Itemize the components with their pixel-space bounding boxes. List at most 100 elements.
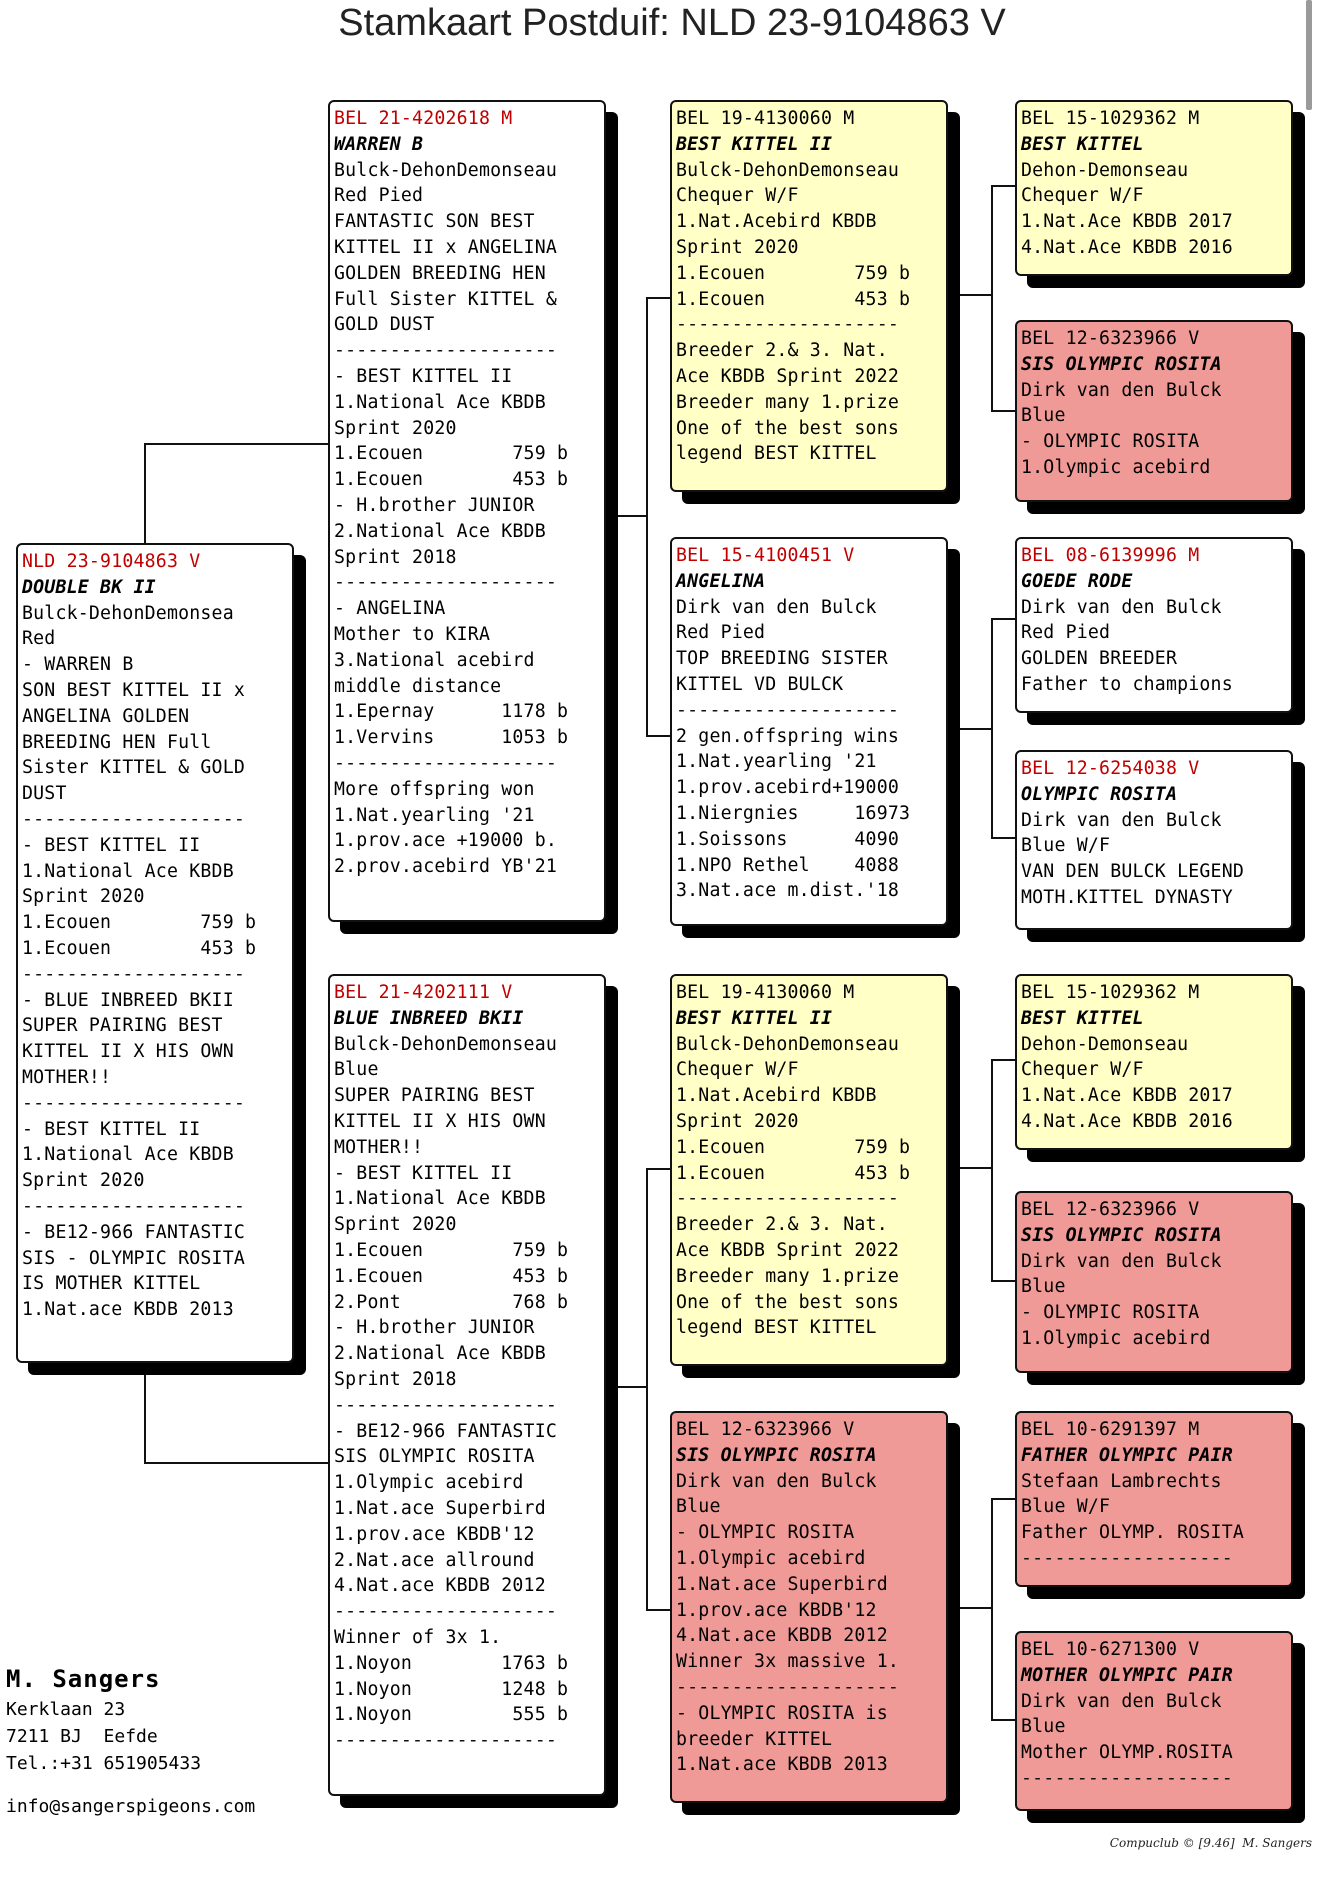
- pedigree-line: TOP BREEDING SISTER: [676, 648, 888, 670]
- pedigree-line: Sprint 2020: [676, 1110, 799, 1132]
- connector: [955, 294, 991, 296]
- dam-card[interactable]: BEL 21-4202111 V BLUE INBREED BKII Bulck-D…: [328, 974, 606, 1796]
- connector: [955, 728, 991, 730]
- ring-number: BEL 21-4202111 V: [334, 982, 513, 1003]
- pedigree-line: - BEST KITTEL II: [22, 1118, 201, 1140]
- pedigree-line: Winner of 3x 1.: [334, 1626, 502, 1648]
- dam-sire-card[interactable]: BEL 19-4130060 M BEST KITTEL II Bulck-Deho…: [670, 974, 948, 1366]
- pigeon-name: BEST KITTEL: [1021, 133, 1144, 155]
- pedigree-line: - OLYMPIC ROSITA: [676, 1522, 855, 1544]
- pedigree-line: More offspring won: [334, 778, 535, 800]
- pedigree-line: 1.Vervins 1053 b: [334, 727, 569, 749]
- separator-line: --------------------: [334, 340, 557, 362]
- ring-number: BEL 19-4130060 M: [676, 108, 855, 129]
- ring-number: BEL 15-4100451 V: [676, 545, 855, 566]
- connector: [991, 410, 1017, 412]
- pedigree-line: 1.Noyon 1763 b: [334, 1652, 569, 1674]
- ring-number: BEL 12-6323966 V: [1021, 328, 1200, 349]
- ring-number: NLD 23-9104863 V: [22, 551, 201, 572]
- pedigree-line: 1.Olympic acebird: [1021, 456, 1211, 478]
- pigeon-name: SIS OLYMPIC ROSITA: [676, 1444, 877, 1466]
- pedigree-line: legend BEST KITTEL: [676, 443, 877, 465]
- connector: [991, 1498, 993, 1721]
- connector: [991, 1280, 1017, 1282]
- owner-name: M. Sangers: [6, 1665, 161, 1693]
- connector: [144, 443, 146, 544]
- pedigree-line: - H.brother JUNIOR: [334, 494, 535, 516]
- pedigree-line: Mother to KIRA: [334, 623, 491, 645]
- sire-dam-card[interactable]: BEL 15-4100451 V ANGELINA Dirk van den Bul…: [670, 537, 948, 926]
- pigeon-name: GOEDE RODE: [1021, 570, 1133, 592]
- pedigree-line: SIS OLYMPIC ROSITA: [334, 1446, 535, 1468]
- pigeon-name: BLUE INBREED BKII: [334, 1007, 524, 1029]
- ring-number: BEL 19-4130060 M: [676, 982, 855, 1003]
- pedigree-line: Dirk van den Bulck: [676, 596, 877, 618]
- pedigree-line: 1.Nat.Ace KBDB 2017: [1021, 1085, 1233, 1107]
- pigeon-name: SIS OLYMPIC ROSITA: [1021, 353, 1222, 375]
- pedigree-line: Blue W/F: [1021, 1496, 1111, 1518]
- pedigree-line: 1.Ecouen 453 b: [334, 469, 569, 491]
- pedigree-line: 1.Nat.ace Superbird: [676, 1573, 888, 1595]
- pedigree-line: 4.Nat.ace KBDB 2012: [676, 1625, 888, 1647]
- pedigree-line: One of the best sons: [676, 1291, 899, 1313]
- pedigree-line: 2.prov.acebird YB'21: [334, 856, 557, 878]
- owner-postcode: 7211 BJ Eefde: [6, 1726, 158, 1747]
- pedigree-line: 1.Ecouen 453 b: [676, 288, 911, 310]
- scrollbar[interactable]: [1306, 0, 1312, 110]
- pedigree-line: 1.Olympic acebird: [334, 1472, 524, 1494]
- owner-email[interactable]: info@sangerspigeons.com: [6, 1796, 256, 1817]
- ring-number: BEL 15-1029362 M: [1021, 108, 1200, 129]
- connector: [991, 185, 993, 412]
- pedigree-line: Bulck-DehonDemonseau: [676, 1033, 899, 1055]
- separator-line: --------------------: [22, 1195, 245, 1217]
- connector: [646, 297, 672, 299]
- separator-line: --------------------: [676, 1676, 899, 1698]
- pedigree-line: Stefaan Lambrechts: [1021, 1470, 1222, 1492]
- pedigree-line: Mother OLYMP.ROSITA: [1021, 1742, 1233, 1764]
- pigeon-name: ANGELINA: [676, 570, 766, 592]
- pedigree-line: Red Pied: [676, 622, 766, 644]
- pedigree-line: GOLDEN BREEDING HEN: [334, 262, 546, 284]
- pedigree-line: VAN DEN BULCK LEGEND: [1021, 861, 1244, 883]
- pedigree-line: Winner 3x massive 1.: [676, 1651, 899, 1673]
- pedigree-line: SIS - OLYMPIC ROSITA: [22, 1247, 245, 1269]
- pedigree-line: 1.Soissons 4090: [676, 828, 899, 850]
- pedigree-line: 1.prov.ace KBDB'12: [676, 1599, 877, 1621]
- pedigree-line: Bulck-DehonDemonseau: [334, 1033, 557, 1055]
- pedigree-line: Blue: [1021, 1276, 1066, 1298]
- pedigree-line: - OLYMPIC ROSITA: [1021, 431, 1200, 453]
- pedigree-line: Red: [22, 628, 56, 650]
- ring-number: BEL 15-1029362 M: [1021, 982, 1200, 1003]
- owner-address: Kerklaan 23: [6, 1699, 126, 1720]
- pedigree-line: SON BEST KITTEL II x: [22, 679, 245, 701]
- pedigree-line: 1.National Ace KBDB: [22, 860, 234, 882]
- pigeon-name: BEST KITTEL II: [676, 1007, 833, 1029]
- connector: [646, 1609, 672, 1611]
- separator-line: --------------------: [334, 572, 557, 594]
- pedigree-line: 1.Epernay 1178 b: [334, 701, 569, 723]
- pedigree-line: - BLUE INBREED BKII: [22, 989, 234, 1011]
- pedigree-line: middle distance: [334, 675, 502, 697]
- pigeon-name: OLYMPIC ROSITA: [1021, 783, 1178, 805]
- pedigree-line: 1.Ecouen 453 b: [334, 1265, 569, 1287]
- pedigree-line: - H.brother JUNIOR: [334, 1317, 535, 1339]
- pedigree-line: 1.Nat.yearling '21: [334, 804, 535, 826]
- pedigree-line: Blue: [1021, 1716, 1066, 1738]
- pedigree-line: Chequer W/F: [1021, 1059, 1144, 1081]
- pedigree-line: Father OLYMP. ROSITA: [1021, 1522, 1244, 1544]
- pedigree-line: 1.prov.acebird+19000: [676, 777, 899, 799]
- pedigree-line: - BEST KITTEL II: [334, 1162, 513, 1184]
- connector: [610, 1386, 646, 1388]
